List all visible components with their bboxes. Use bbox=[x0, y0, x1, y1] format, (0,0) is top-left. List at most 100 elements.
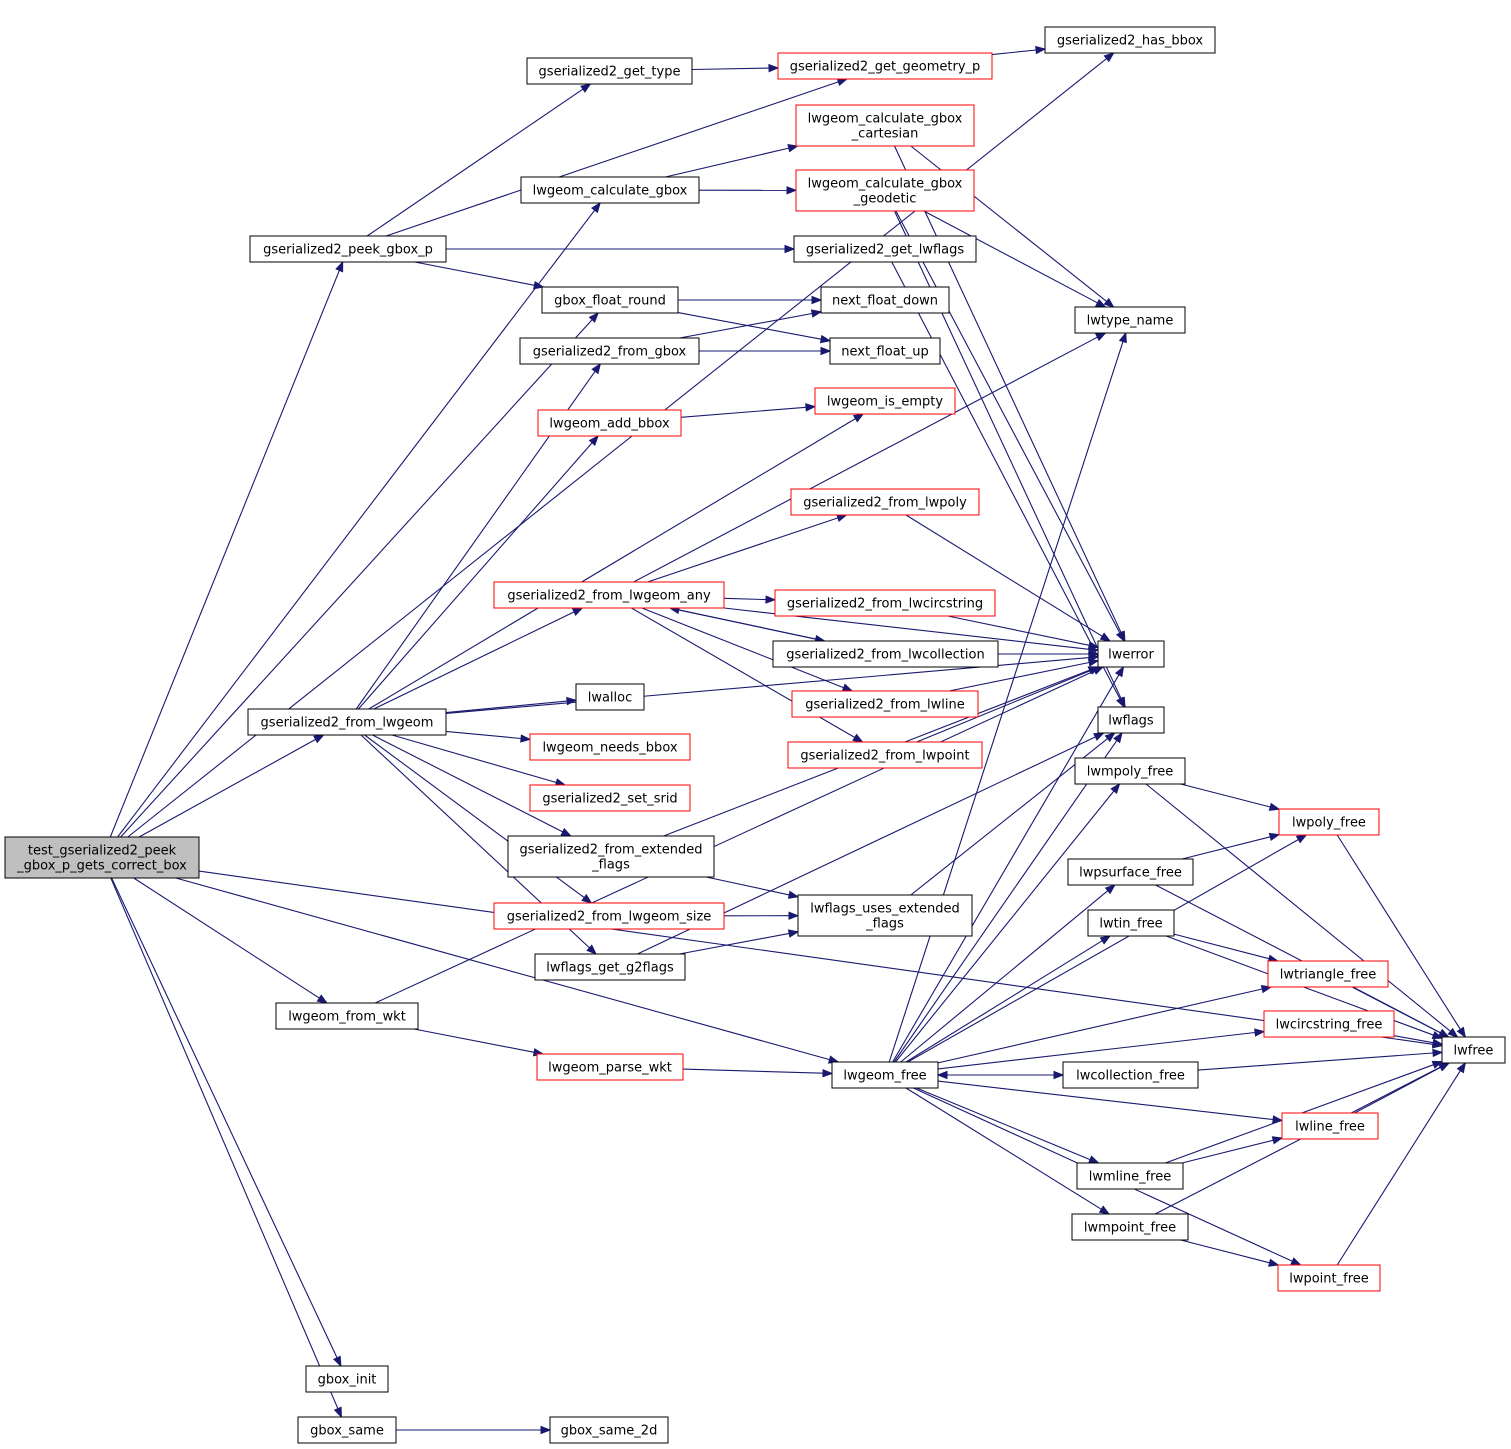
edge-arrowhead bbox=[787, 890, 800, 899]
node-lwpoint_free[interactable]: lwpoint_free bbox=[1277, 1264, 1381, 1292]
edge-from_coll-to-lwerror bbox=[998, 649, 1100, 659]
edge-lwgeom_free-to-lwmpoint_free bbox=[905, 1087, 1111, 1215]
edge-calc_gbox_geod-to-lwtype_name bbox=[923, 210, 1107, 308]
node-label: _flags bbox=[591, 858, 630, 873]
node-label: lwtriangle_free bbox=[1280, 968, 1377, 983]
node-label: gserialized2_from_lwcollection bbox=[786, 648, 984, 663]
edge-from_lwgeom-to-add_bbox bbox=[357, 434, 600, 710]
node-lwfree[interactable]: lwfree bbox=[1441, 1036, 1506, 1064]
node-add_bbox[interactable]: lwgeom_add_bbox bbox=[537, 409, 682, 437]
node-box bbox=[1278, 808, 1380, 836]
edge-arrowhead bbox=[852, 413, 865, 423]
node-next_down[interactable]: next_float_down bbox=[820, 286, 950, 314]
node-label: lwgeom_calculate_gbox bbox=[808, 177, 963, 192]
node-gbox_same_2d[interactable]: gbox_same_2d bbox=[549, 1416, 669, 1444]
edge-lwgeom_free-to-lwtriangle_free bbox=[937, 984, 1273, 1064]
node-set_srid[interactable]: gserialized2_set_srid bbox=[529, 784, 691, 812]
node-from_wkt[interactable]: lwgeom_from_wkt bbox=[275, 1002, 419, 1030]
edge-arrowhead bbox=[1431, 1031, 1444, 1040]
edge-peek_gbox_p-to-get_geometry_p bbox=[385, 78, 849, 237]
node-gbox_same[interactable]: gbox_same bbox=[297, 1416, 397, 1444]
edge-line bbox=[631, 607, 856, 738]
edge-lwgeom_free-to-lwerror bbox=[892, 665, 1125, 1063]
node-from_circ[interactable]: gserialized2_from_lwcircstring bbox=[774, 589, 996, 617]
node-lwalloc[interactable]: lwalloc bbox=[575, 683, 645, 711]
node-next_up[interactable]: next_float_up bbox=[829, 337, 941, 365]
edge-line bbox=[1145, 783, 1451, 1032]
edge-arrowhead bbox=[836, 514, 848, 523]
node-lwpsurface_free[interactable]: lwpsurface_free bbox=[1067, 858, 1194, 886]
node-has_bbox[interactable]: gserialized2_has_bbox bbox=[1044, 26, 1216, 54]
node-lwtin_free[interactable]: lwtin_free bbox=[1087, 909, 1175, 937]
node-is_empty[interactable]: lwgeom_is_empty bbox=[814, 387, 956, 415]
node-lwcirc_free[interactable]: lwcircstring_free bbox=[1263, 1010, 1395, 1038]
node-from_lwpoint[interactable]: gserialized2_from_lwpoint bbox=[787, 741, 983, 769]
edge-calc_gbox_geod-to-lwflags bbox=[894, 210, 1126, 709]
node-get_g2flags[interactable]: lwflags_get_g2flags bbox=[534, 953, 686, 981]
node-from_coll[interactable]: gserialized2_from_lwcollection bbox=[772, 640, 999, 668]
edge-arrowhead bbox=[588, 434, 600, 446]
edge-lwgeom_free-to-lwmpoly_free bbox=[895, 782, 1121, 1063]
node-lwgeom_free[interactable]: lwgeom_free bbox=[831, 1061, 939, 1089]
node-float_round[interactable]: gbox_float_round bbox=[541, 286, 679, 314]
node-box bbox=[795, 169, 975, 212]
node-from_ext[interactable]: gserialized2_from_extended_flags bbox=[507, 835, 715, 878]
node-parse_wkt[interactable]: lwgeom_parse_wkt bbox=[536, 1053, 684, 1081]
node-lwmpoint_free[interactable]: lwmpoint_free bbox=[1071, 1213, 1189, 1241]
node-box bbox=[247, 708, 447, 736]
edge-from_lwline-to-lwerror bbox=[948, 658, 1100, 692]
node-calc_gbox[interactable]: lwgeom_calculate_gbox bbox=[520, 176, 700, 204]
node-lwline_free[interactable]: lwline_free bbox=[1281, 1112, 1379, 1140]
node-lwmpoly_free[interactable]: lwmpoly_free bbox=[1074, 757, 1186, 785]
edge-from_ext-to-uses_ext bbox=[706, 876, 800, 899]
node-gbox_init[interactable]: gbox_init bbox=[305, 1365, 389, 1393]
edge-arrowhead bbox=[1088, 649, 1100, 659]
node-from_lwgeom[interactable]: gserialized2_from_lwgeom bbox=[247, 708, 447, 736]
edge-arrowhead bbox=[819, 334, 832, 344]
edge-arrowhead bbox=[1431, 1060, 1444, 1069]
node-label: lwgeom_free bbox=[843, 1069, 926, 1084]
node-calc_gbox_geod[interactable]: lwgeom_calculate_gbox_geodetic bbox=[795, 169, 975, 212]
node-lwpoly_free[interactable]: lwpoly_free bbox=[1278, 808, 1380, 836]
node-label: lwcircstring_free bbox=[1276, 1018, 1383, 1033]
edge-line bbox=[111, 877, 338, 1359]
node-from_lwline[interactable]: gserialized2_from_lwline bbox=[791, 690, 979, 718]
node-lwerror[interactable]: lwerror bbox=[1097, 640, 1165, 668]
node-from_lwpoly[interactable]: gserialized2_from_lwpoly bbox=[790, 488, 980, 516]
edge-lwpoint_free-to-lwfree bbox=[1336, 1061, 1467, 1266]
node-uses_ext[interactable]: lwflags_uses_extended_flags bbox=[797, 894, 973, 937]
node-label: lwline_free bbox=[1295, 1120, 1365, 1135]
node-label: lwgeom_needs_bbox bbox=[542, 741, 677, 756]
node-from_size[interactable]: gserialized2_from_lwgeom_size bbox=[493, 902, 725, 930]
edge-line bbox=[905, 514, 1103, 637]
edge-lwmpoint_free-to-lwpoint_free bbox=[1180, 1239, 1280, 1267]
node-lwmline_free[interactable]: lwmline_free bbox=[1076, 1162, 1184, 1190]
edge-line bbox=[894, 210, 1122, 700]
edge-arrowhead bbox=[1093, 732, 1105, 741]
node-needs_bbox[interactable]: lwgeom_needs_bbox bbox=[529, 733, 691, 761]
node-get_type[interactable]: gserialized2_get_type bbox=[526, 57, 693, 85]
node-label: gserialized2_get_lwflags bbox=[806, 243, 965, 258]
node-lwcoll_free[interactable]: lwcollection_free bbox=[1062, 1061, 1199, 1089]
edge-arrowhead bbox=[333, 1406, 342, 1419]
node-lwtype_name[interactable]: lwtype_name bbox=[1074, 306, 1186, 334]
edge-arrowhead bbox=[788, 911, 800, 920]
edge-from_any-to-from_lwpoint bbox=[631, 607, 864, 743]
node-from_any[interactable]: gserialized2_from_lwgeom_any bbox=[493, 581, 725, 609]
node-calc_gbox_cart[interactable]: lwgeom_calculate_gbox_cartesian bbox=[795, 104, 975, 147]
node-peek_gbox_p[interactable]: gserialized2_peek_gbox_p bbox=[249, 235, 447, 263]
node-get_lwflags[interactable]: gserialized2_get_lwflags bbox=[793, 235, 977, 263]
node-box bbox=[1076, 1162, 1184, 1190]
node-lwflags[interactable]: lwflags bbox=[1097, 706, 1165, 734]
node-label: lwmline_free bbox=[1089, 1170, 1172, 1185]
edge-arrowhead bbox=[1116, 696, 1125, 709]
node-box bbox=[1071, 1213, 1189, 1241]
node-root[interactable]: test_gserialized2_peek_gbox_p_gets_corre… bbox=[4, 836, 200, 879]
node-from_gbox[interactable]: gserialized2_from_gbox bbox=[519, 337, 700, 365]
edge-line bbox=[1393, 1035, 1434, 1044]
node-box bbox=[549, 1416, 669, 1444]
edge-line bbox=[373, 611, 575, 710]
node-lwtriangle_free[interactable]: lwtriangle_free bbox=[1267, 960, 1389, 988]
node-get_geometry_p[interactable]: gserialized2_get_geometry_p bbox=[777, 52, 993, 80]
edge-from_any-to-from_circ bbox=[723, 595, 777, 604]
